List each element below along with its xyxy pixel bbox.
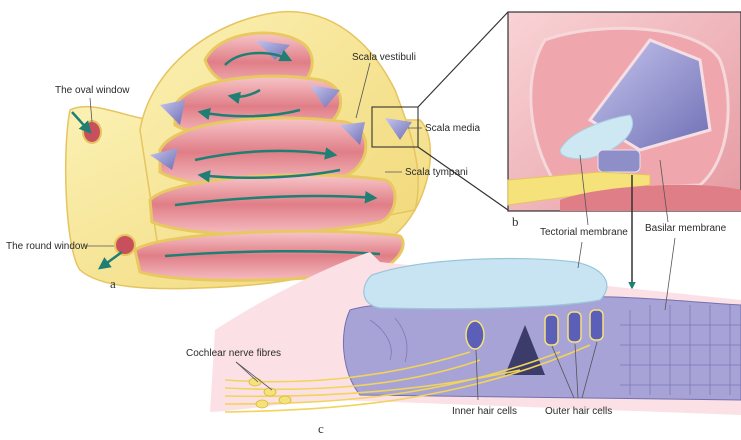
outer-hair-cell — [545, 315, 558, 345]
panel-letter-c: c — [318, 421, 324, 436]
label-inner-hair-cells: Inner hair cells — [452, 406, 517, 417]
label-scala-vestibuli: Scala vestibuli — [352, 52, 416, 63]
label-scala-media: Scala media — [425, 123, 480, 134]
panel-letter-b: b — [512, 214, 519, 229]
inner-hair-cell — [466, 321, 484, 349]
organ-of-corti-b — [598, 150, 640, 172]
outer-hair-cell — [590, 310, 603, 340]
label-tectorial-membrane: Tectorial membrane — [540, 227, 628, 238]
label-cochlear-nerve-fibres: Cochlear nerve fibres — [186, 348, 281, 359]
label-scala-tympani: Scala tympani — [405, 167, 468, 178]
panel-letter-a: a — [110, 276, 116, 291]
label-basilar-membrane: Basilar membrane — [645, 223, 727, 234]
label-round-window: The round window — [6, 241, 88, 252]
label-outer-hair-cells: Outer hair cells — [545, 406, 612, 417]
outer-hair-cells-group — [545, 310, 603, 345]
round-window-opening — [115, 235, 135, 255]
panel-b-cross-section: b Tectorial membrane Basilar membrane — [508, 12, 741, 238]
zoom-line-top — [418, 12, 508, 107]
outer-hair-cell — [568, 312, 581, 342]
zoom-line-bottom — [418, 147, 508, 210]
panel-a-cochlea: The oval window The round window Scala v… — [6, 12, 508, 291]
supporting-cells — [343, 297, 741, 400]
label-oval-window: The oval window — [55, 85, 130, 96]
oval-window-opening — [83, 121, 101, 143]
